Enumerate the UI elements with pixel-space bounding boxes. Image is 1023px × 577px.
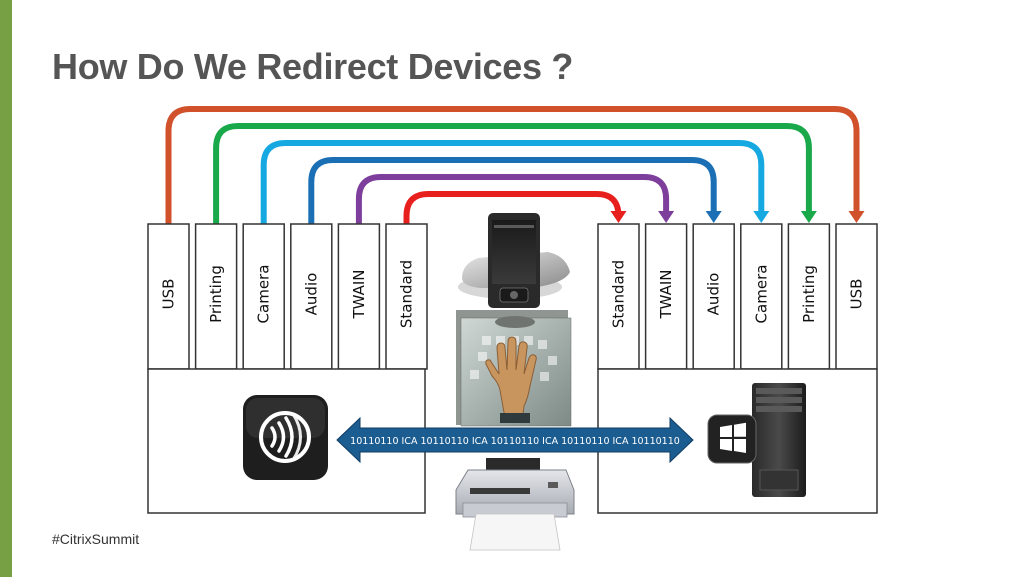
client-column-twain (337, 223, 381, 370)
server-label-standard: Standard (610, 260, 628, 328)
ica-stream-arrow: 10110110 ICA 10110110 ICA 10110110 ICA 1… (336, 416, 694, 464)
client-label-twain: TWAIN (350, 269, 368, 319)
server-label-twain: TWAIN (657, 269, 675, 319)
arc-camera (260, 140, 765, 224)
client-channel-columns: USB Printing Camera Audio TWAIN Standard (147, 223, 428, 370)
client-column-camera (242, 223, 285, 370)
arc-printing (213, 123, 812, 224)
server-column-camera (740, 223, 783, 370)
client-label-printing: Printing (207, 265, 225, 323)
server-label-usb: USB (848, 279, 866, 310)
client-column-audio (290, 223, 333, 370)
server-label-audio: Audio (705, 273, 723, 316)
printer-icon (455, 458, 575, 551)
slide-title: How Do We Redirect Devices ? (52, 46, 574, 87)
citrix-receiver-icon (243, 395, 328, 480)
windows-server-icon (707, 383, 806, 497)
client-column-standard (385, 223, 428, 370)
arc-standard (403, 191, 622, 224)
client-label-camera: Camera (255, 265, 273, 324)
arrowhead-camera (753, 211, 770, 223)
smartphone-icon (458, 213, 570, 308)
server-column-audio (692, 223, 735, 370)
arrowhead-twain (658, 211, 675, 223)
arrowhead-audio (705, 211, 722, 223)
client-label-usb: USB (160, 279, 178, 310)
client-label-standard: Standard (398, 260, 416, 328)
arrowhead-standard (610, 211, 627, 223)
server-channel-columns: Standard TWAIN Audio Camera Printing USB (597, 223, 878, 370)
client-label-audio: Audio (302, 273, 320, 316)
arrowhead-usb (848, 211, 865, 223)
footer-hashtag: #CitrixSummit (52, 531, 140, 547)
server-column-standard (597, 223, 640, 370)
server-column-usb (835, 223, 878, 370)
server-column-printing (787, 223, 831, 370)
server-label-printing: Printing (800, 265, 818, 323)
arc-audio (308, 157, 717, 224)
arc-twain (355, 174, 670, 224)
touch-hand-icon (456, 310, 572, 427)
server-column-twain (644, 223, 688, 370)
accent-bar (0, 0, 12, 577)
server-label-camera: Camera (752, 265, 770, 324)
ica-stream-text: 10110110 ICA 10110110 ICA 10110110 ICA 1… (350, 436, 680, 447)
arc-layer (165, 106, 865, 224)
arc-usb (165, 106, 860, 224)
arrowhead-printing (800, 211, 817, 223)
